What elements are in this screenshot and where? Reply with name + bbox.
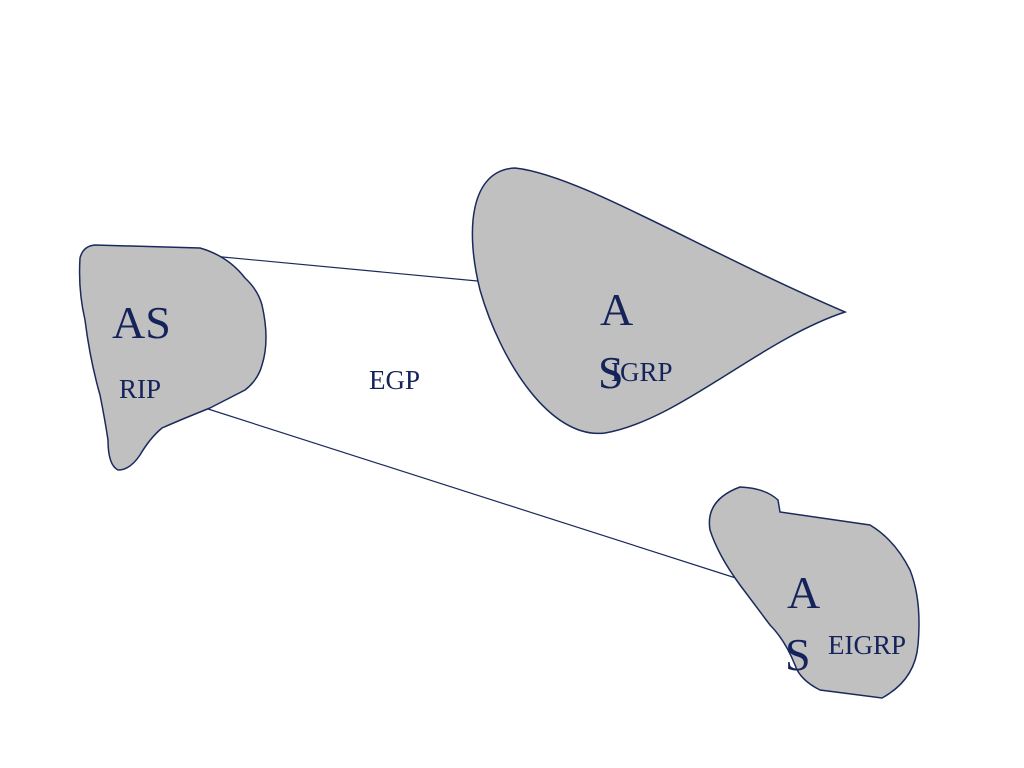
egp-label: EGP [369,365,420,395]
as-label-eigrp-line2: S [785,629,811,680]
egp-link-rip-igrp [211,255,489,283]
protocol-label-igrp: IGRP [611,357,673,387]
protocol-label-rip: RIP [119,374,161,404]
as-region-igrp-shape [471,167,848,435]
as-region-eigrp: A S EIGRP [708,486,920,699]
as-label-eigrp-line1: A [787,567,820,618]
as-label-rip-region: AS [112,297,171,348]
as-region-rip-shape [78,244,267,471]
as-label-igrp-line1: A [600,284,633,335]
protocol-label-eigrp: EIGRP [828,630,906,660]
egp-link-rip-eigrp [204,407,743,581]
as-region-eigrp-shape [708,486,920,699]
as-label-igrp-line2: S [598,347,624,398]
as-region-rip: AS RIP [78,244,267,471]
as-region-igrp: A S IGRP [471,167,848,435]
